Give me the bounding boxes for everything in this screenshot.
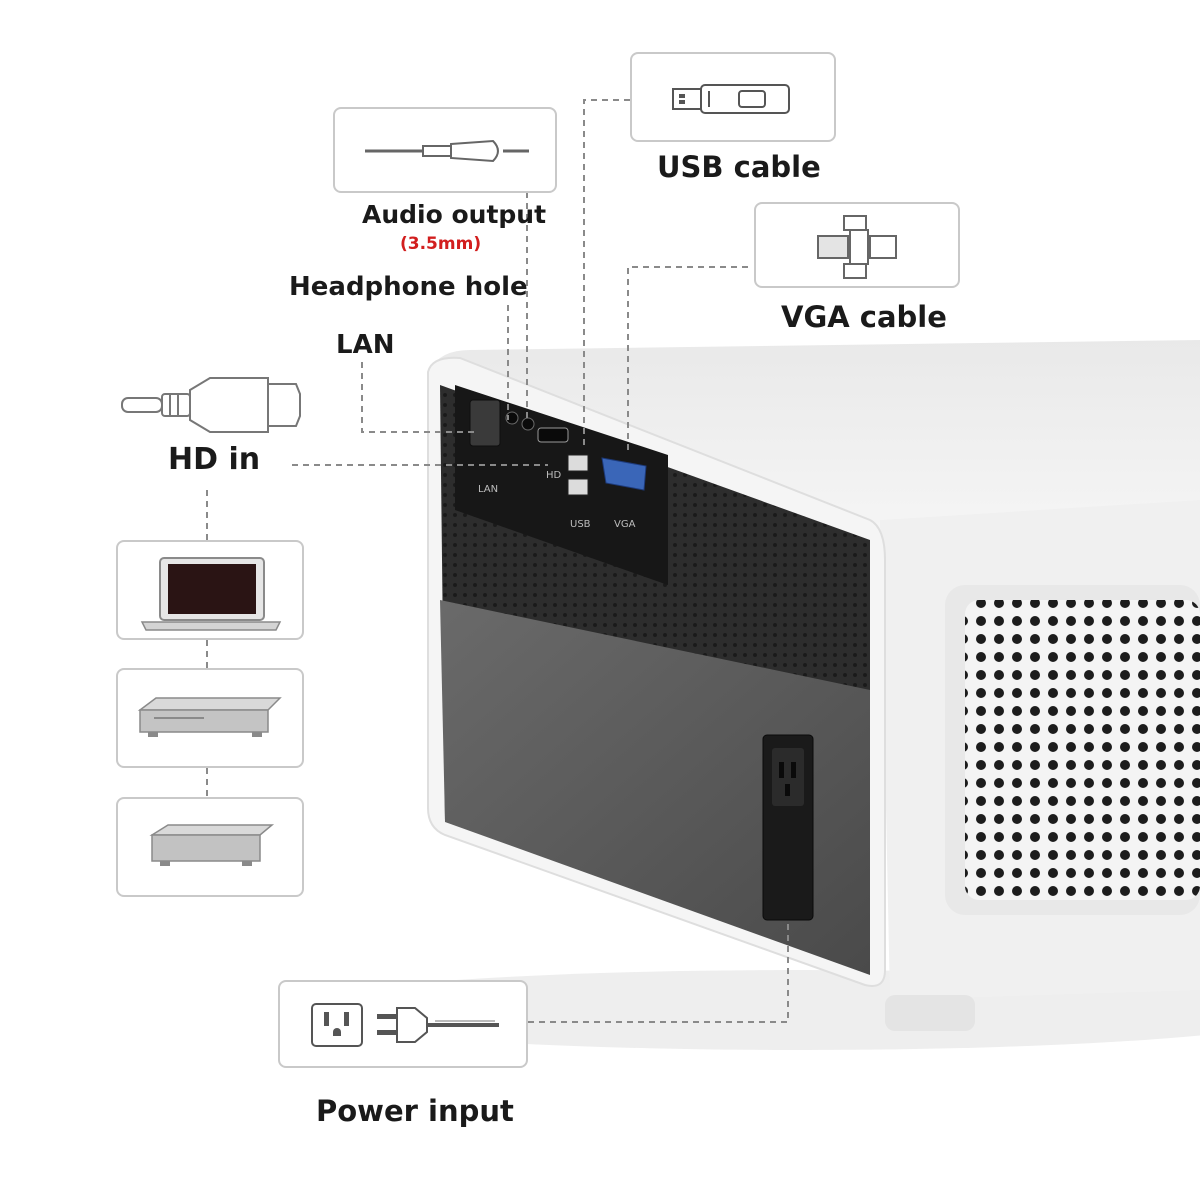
port-label-usb: USB bbox=[570, 519, 591, 530]
vga-port bbox=[601, 457, 647, 491]
port-label-vga: VGA bbox=[614, 519, 636, 530]
usb-stick-icon bbox=[672, 84, 790, 114]
hdmi-port bbox=[537, 427, 569, 443]
power-input-label: Power input bbox=[316, 1094, 514, 1128]
hdmi-cable-icon bbox=[121, 377, 301, 433]
hd-in-label: HD in bbox=[168, 442, 261, 477]
vga-leader-line bbox=[627, 266, 748, 455]
vga-cable-card bbox=[754, 202, 960, 288]
power-leader-line bbox=[528, 920, 789, 1023]
usb-port-1 bbox=[567, 454, 589, 472]
power-input-card bbox=[278, 980, 528, 1068]
usb-leader-line bbox=[583, 99, 630, 450]
set-top-box-icon bbox=[149, 824, 275, 866]
vga-connector-icon bbox=[817, 215, 897, 279]
dvd-player-card bbox=[116, 668, 304, 768]
laptop-icon bbox=[140, 557, 282, 631]
port-label-lan: LAN bbox=[478, 484, 498, 495]
io-plate bbox=[455, 385, 668, 585]
headphone-hole-label: Headphone hole bbox=[289, 272, 528, 302]
speaker-holes bbox=[965, 600, 1200, 900]
usb-port-2 bbox=[567, 478, 589, 496]
audio-output-label: Audio output bbox=[362, 200, 547, 229]
audio-jack-icon bbox=[365, 139, 529, 163]
lan-label: LAN bbox=[336, 330, 395, 360]
lan-leader-line bbox=[361, 362, 475, 433]
wall-outlet-icon bbox=[311, 1003, 363, 1047]
usb-cable-card bbox=[630, 52, 836, 142]
audio-output-sublabel: (3.5mm) bbox=[400, 234, 482, 254]
vga-cable-label: VGA cable bbox=[781, 300, 947, 334]
projector-top bbox=[430, 340, 1200, 560]
port-label-hdmi: HD bbox=[546, 470, 562, 481]
laptop-device-card bbox=[116, 540, 304, 640]
lan-port bbox=[469, 399, 501, 447]
usb-cable-label: USB cable bbox=[657, 150, 821, 184]
media-player-icon bbox=[137, 697, 282, 737]
set-top-box-card bbox=[116, 797, 304, 897]
power-plug-icon bbox=[377, 1007, 499, 1043]
audio-output-card bbox=[333, 107, 557, 193]
projector-foot bbox=[885, 995, 975, 1031]
